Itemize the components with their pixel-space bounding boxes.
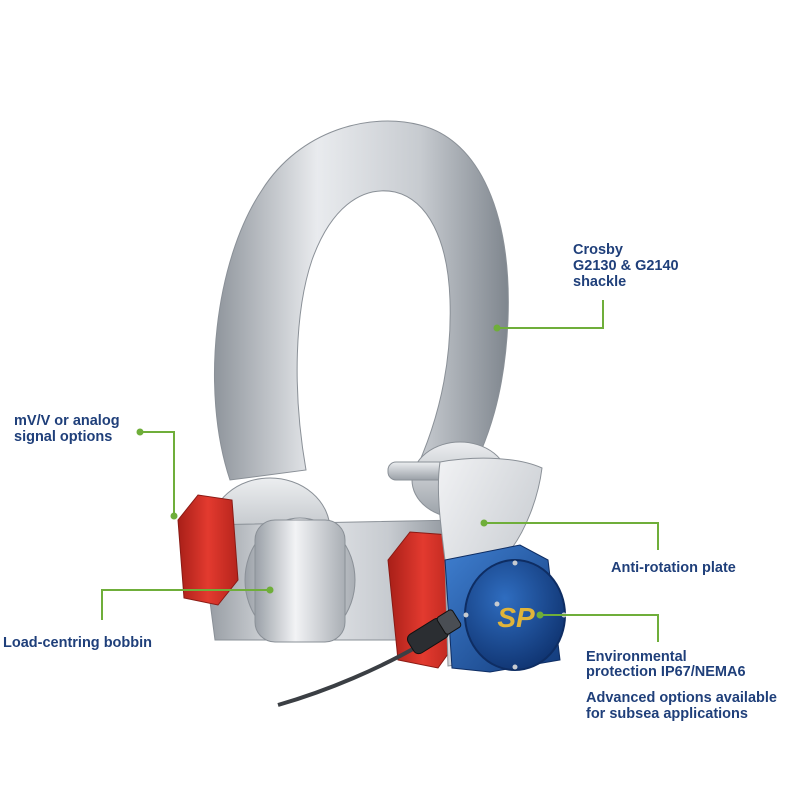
leader-dots	[136, 324, 544, 619]
callout-load-centring-bobbin: Load-centring bobbin	[3, 635, 153, 651]
signal-cable	[277, 609, 462, 707]
sensor-housing: SP	[444, 544, 567, 673]
callout-shackle: Crosby G2130 & G2140 shackle	[573, 242, 679, 290]
callout-advanced-options: Advanced options available for subsea ap…	[586, 690, 777, 722]
leader-environment	[540, 614, 659, 642]
red-nut-left	[177, 494, 239, 606]
callout-environmental-protection: Environmental protection IP67/NEMA6	[586, 649, 746, 680]
leader-lines	[101, 300, 659, 642]
leader-shackle	[497, 300, 604, 329]
leader-signal	[140, 431, 175, 516]
leader-plate	[484, 522, 659, 550]
sp-logo: SP	[497, 602, 535, 633]
leader-bobbin	[101, 589, 270, 620]
callout-signal-options: mV/V or analog signal options	[14, 413, 120, 445]
callout-anti-rotation-plate: Anti-rotation plate	[611, 560, 736, 576]
